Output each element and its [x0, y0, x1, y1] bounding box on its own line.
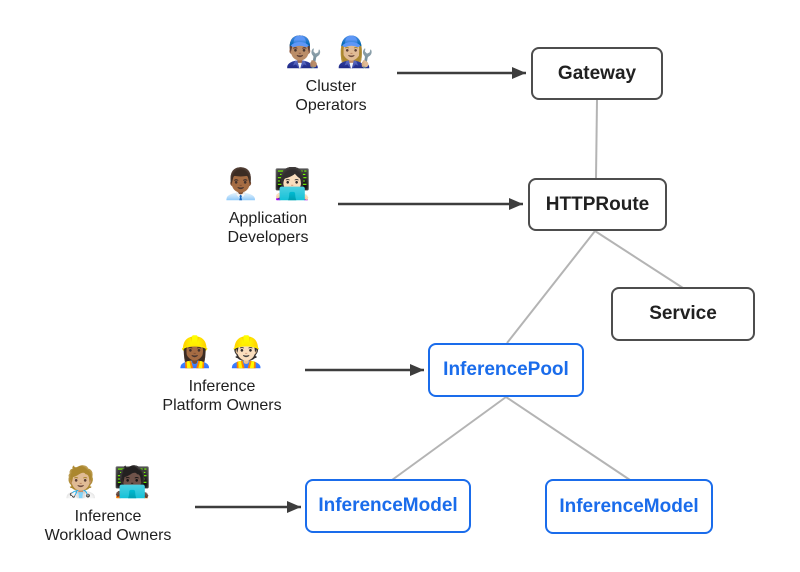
persona-application-developers: 👨🏾‍💼 👩🏻‍💻 Application Developers [158, 164, 378, 247]
httproute-node-label: HTTPRoute [545, 193, 650, 215]
persona-label-line: Inference [74, 508, 142, 525]
persona-label-line: Operators [295, 97, 367, 114]
mechanics-emoji-icon: 👨🏽‍🔧 👩🏼‍🔧 [284, 36, 378, 69]
persona-inference-workload-owners: 🧑🏼‍⚕️ 🧑🏿‍💻 Inference Workload Owners [0, 462, 218, 545]
inferencemodel-node-right: InferenceModel [545, 479, 713, 534]
inferencemodel-node-left-label: InferenceModel [318, 495, 458, 516]
persona-label-line: Inference [188, 378, 256, 395]
gateway-node-label: Gateway [557, 62, 637, 84]
persona-label-line: Application [228, 210, 308, 227]
persona-inference-platform-owners: 👷🏾‍♀️ 👷🏻 Inference Platform Owners [112, 332, 332, 415]
developers-emoji-icon: 👨🏾‍💼 👩🏻‍💻 [221, 168, 315, 201]
persona-inference-platform-owners-label: Inference Platform Owners [112, 377, 332, 415]
persona-label-line: Developers [227, 229, 309, 246]
httproute-node: HTTPRoute [528, 178, 667, 231]
persona-cluster-operators-label: Cluster Operators [221, 77, 441, 115]
edge-httproute-inferencepool [506, 230, 596, 344]
inferencepool-node-label: InferencePool [443, 359, 569, 380]
gateway-node: Gateway [531, 47, 663, 100]
edge-inferencepool-inferencemodel-left [391, 396, 507, 481]
edge-inferencepool-inferencemodel-right [505, 396, 631, 481]
edge-httproute-service [594, 230, 684, 289]
inferencemodel-node-left: InferenceModel [305, 479, 471, 533]
service-node-label: Service [649, 303, 717, 324]
inferencemodel-node-right-label: InferenceModel [559, 495, 699, 517]
construction-workers-emoji-icon: 👷🏾‍♀️ 👷🏻 [175, 336, 269, 369]
workload-owners-emoji-icon: 🧑🏼‍⚕️ 🧑🏿‍💻 [61, 466, 155, 499]
persona-label-line: Cluster [305, 78, 357, 95]
persona-cluster-operators: 👨🏽‍🔧 👩🏼‍🔧 Cluster Operators [221, 32, 441, 115]
persona-label-line: Platform Owners [162, 397, 282, 414]
persona-label-line: Workload Owners [44, 527, 172, 544]
inferencepool-node: InferencePool [428, 343, 584, 397]
edge-gateway-httproute [595, 99, 598, 179]
service-node: Service [611, 287, 755, 341]
persona-inference-workload-owners-label: Inference Workload Owners [0, 507, 218, 545]
persona-application-developers-label: Application Developers [158, 209, 378, 247]
